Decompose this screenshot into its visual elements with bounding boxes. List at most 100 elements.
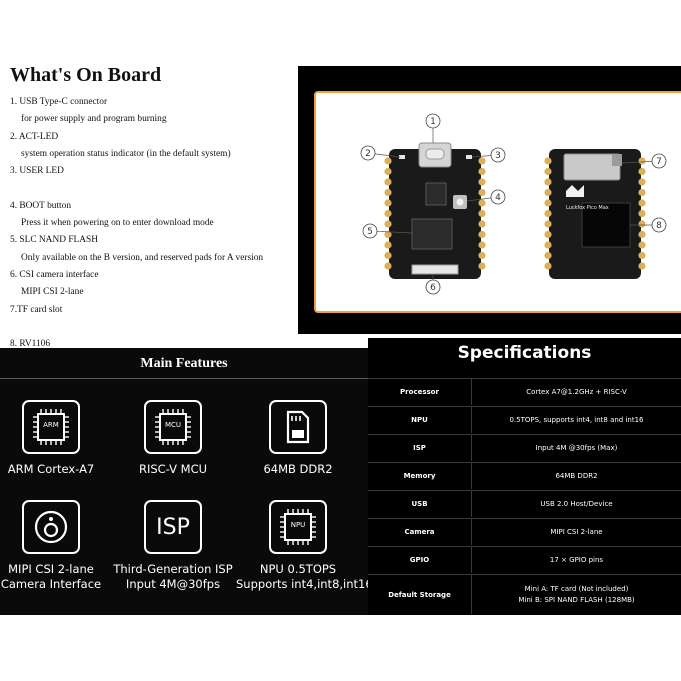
- gpio-pad: [544, 230, 552, 239]
- feature-label-line: Camera Interface: [0, 577, 102, 591]
- pcb-label: Luckfox Pico Max: [566, 205, 609, 211]
- callout-number: 7: [656, 157, 662, 167]
- gpio-pad: [478, 188, 486, 197]
- gpio-pad: [638, 167, 646, 176]
- spec-value-line: Mini A: TF card (Not included): [524, 584, 629, 593]
- feature-label-line: MIPI CSI 2-lane: [8, 562, 94, 576]
- gpio-pad: [478, 220, 486, 228]
- gpio-pad: [638, 241, 646, 249]
- chip-icon-text: ARM: [43, 421, 59, 429]
- board-item-title: 5. SLC NAND FLASH: [10, 235, 99, 246]
- spec-value: 17 × GPIO pins: [471, 547, 681, 573]
- feature-label: ARM Cortex-A7: [0, 462, 113, 477]
- gpio-pad: [478, 178, 486, 186]
- board-item-desc: Press it when powering on to enter downl…: [21, 218, 214, 229]
- callout-number: 6: [430, 283, 436, 293]
- board-front: [384, 142, 486, 279]
- user-led: [466, 155, 472, 159]
- gpio-pad: [638, 209, 646, 218]
- gpio-pad: [478, 209, 486, 218]
- gpio-pad: [638, 157, 646, 165]
- feature-label-line: Supports int4,int8,int16: [236, 577, 373, 591]
- spec-value-line: 64MB DDR2: [555, 471, 598, 480]
- gpio-pad: [544, 167, 552, 176]
- spec-value-line: 17 × GPIO pins: [549, 555, 604, 564]
- main-features-divider: [0, 378, 368, 379]
- act-led: [399, 155, 405, 159]
- spec-value: USB 2.0 Host/Device: [471, 491, 681, 517]
- callout-number: 4: [495, 193, 501, 203]
- gpio-pad: [478, 251, 486, 260]
- spec-row: GPIO 17 × GPIO pins: [368, 546, 681, 573]
- board-item-title: 7.TF card slot: [10, 304, 63, 315]
- gpio-pad: [478, 241, 486, 249]
- gpio-pad: [384, 262, 392, 270]
- gpio-pad: [384, 188, 392, 197]
- board-item-desc: for power supply and program burning: [21, 114, 167, 125]
- gpio-pad: [384, 241, 392, 249]
- spec-key: USB: [411, 500, 428, 508]
- spec-key: NPU: [411, 416, 428, 424]
- spec-key: GPIO: [409, 556, 430, 564]
- gpio-pad: [384, 220, 392, 228]
- board-item: 5. SLC NAND FLASH Only available on the B…: [10, 232, 263, 267]
- board-item: 3. USER LED: [10, 163, 263, 198]
- gpio-pad: [638, 220, 646, 228]
- gpio-pad: [544, 157, 552, 165]
- spec-value-line: USB 2.0 Host/Device: [540, 499, 613, 508]
- gpio-pad: [544, 241, 552, 249]
- gpio-pad: [478, 157, 486, 165]
- callout-circle: [651, 217, 667, 233]
- tf-card-slot: [563, 153, 621, 181]
- spec-value-line: Mini B: SPI NAND FLASH (128MB): [518, 595, 635, 604]
- spec-value: 0.5TOPS, supports int4, int8 and int16: [471, 407, 681, 433]
- callout-circle: [490, 189, 506, 205]
- callout-circle: [362, 223, 378, 239]
- page-footer-blank: [0, 615, 681, 681]
- board-item-desc: Only available on the B version, and res…: [21, 252, 264, 263]
- csi-connector: [411, 264, 459, 275]
- spec-value: Mini A: TF card (Not included) Mini B: SP…: [471, 575, 681, 614]
- whats-on-board-title: What's On Board: [10, 64, 162, 86]
- board-item-title: 6. CSI camera interface: [10, 269, 99, 280]
- callout-number: 3: [495, 151, 501, 161]
- callout-circle: [651, 153, 667, 169]
- gpio-pad: [478, 167, 486, 176]
- gpio-pad: [478, 230, 486, 239]
- gpio-pad: [544, 220, 552, 228]
- callout-number: 2: [365, 149, 371, 159]
- spec-value-line: Input 4M @30fps (Max): [535, 443, 618, 452]
- feature-label: 64MB DDR2: [236, 462, 360, 477]
- npu-chip-icon: NPU: [269, 500, 327, 554]
- feature-label-line: NPU 0.5TOPS: [259, 562, 337, 576]
- gpio-pad: [384, 251, 392, 260]
- feature-label-line: ARM Cortex-A7: [7, 462, 95, 476]
- spec-value: Input 4M @30fps (Max): [471, 435, 681, 461]
- callout-number: 5: [367, 227, 373, 237]
- spec-row: NPU 0.5TOPS, supports int4, int8 and int1…: [368, 406, 681, 433]
- memory-card-icon: [269, 400, 327, 454]
- gpio-pad: [384, 209, 392, 218]
- callout-circle: [425, 279, 441, 295]
- gpio-pad: [544, 199, 552, 207]
- board-item-title: 3. USER LED: [10, 166, 64, 177]
- feature-label: RISC-V MCU: [111, 462, 235, 477]
- camera-lens-icon: [22, 500, 80, 554]
- gpio-pad: [638, 251, 646, 260]
- callout-number: 8: [656, 221, 662, 231]
- board-item-title: 2. ACT-LED: [10, 131, 59, 142]
